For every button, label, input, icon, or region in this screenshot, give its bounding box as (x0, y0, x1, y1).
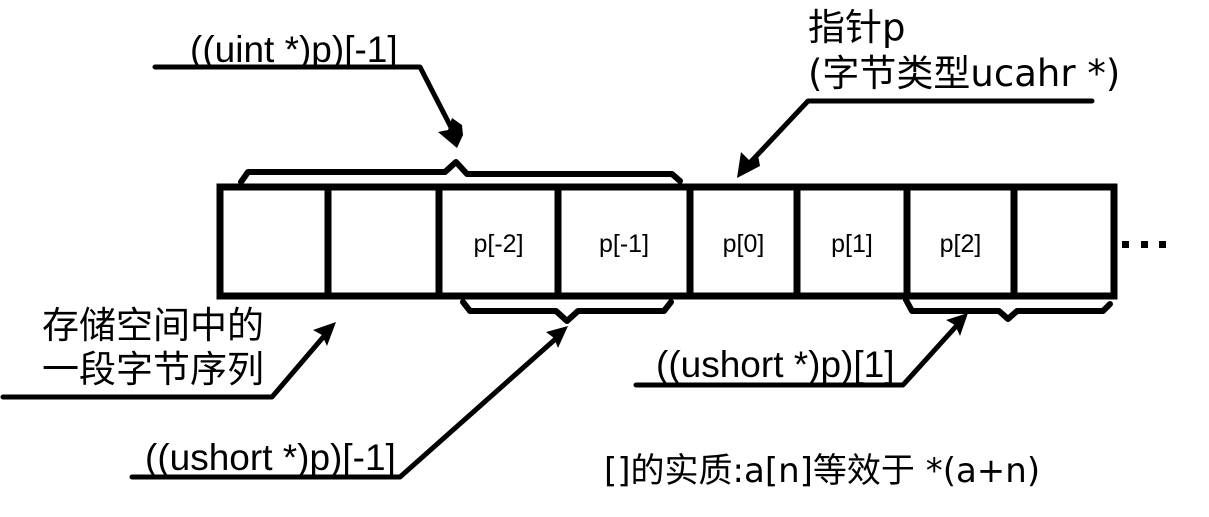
pointer-label-line1: 指针p (808, 6, 906, 49)
ushort-plus1-brace (903, 297, 1113, 322)
uint-minus1-label: ((uint *)p)[-1] (190, 29, 398, 70)
memory-cell-strip: p[-2] p[-1] p[0] p[1] p[2] (216, 183, 1118, 300)
storage-leader-line (0, 332, 328, 400)
ushort-minus1-label: ((ushort *)p)[-1] (145, 437, 396, 478)
ushort-minus1-arrowhead (546, 326, 568, 348)
ushort-plus1-arrowhead (946, 313, 968, 336)
memory-cell-label: p[1] (831, 230, 873, 258)
uint-arrowhead (438, 118, 463, 148)
storage-label-line1: 存储空间中的 (42, 304, 264, 347)
storage-arrowhead (313, 322, 336, 346)
ellipsis-dot (1141, 241, 1148, 248)
ushort-minus1-leader-line (129, 332, 563, 480)
ushort-plus1-leader-line (633, 319, 963, 388)
ellipsis-dot (1122, 241, 1129, 248)
ellipsis-dot (1159, 241, 1166, 248)
ushort-minus1-brace (460, 299, 674, 324)
storage-label-line2: 一段字节序列 (42, 348, 264, 391)
memory-cell-label: p[-1] (599, 230, 649, 258)
memory-strip-outline (216, 183, 1118, 300)
ellipsis-dots (1122, 241, 1166, 248)
memory-cell-label: p[0] (723, 230, 765, 258)
uint-leader-line (152, 64, 458, 138)
pointer-arrowhead (737, 152, 760, 178)
pointer-label-line2: (字节类型ucahr *) (808, 52, 1120, 95)
uint-brace (238, 159, 683, 185)
memory-cell-label: p[-2] (473, 230, 523, 258)
ushort-plus1-label: ((ushort *)p)[1] (656, 344, 895, 385)
array-essence-note: []的实质:a[n]等效于 *(a+n) (604, 451, 1040, 491)
memory-cell-label: p[2] (940, 230, 982, 258)
pointer-leader-line (742, 98, 1095, 171)
